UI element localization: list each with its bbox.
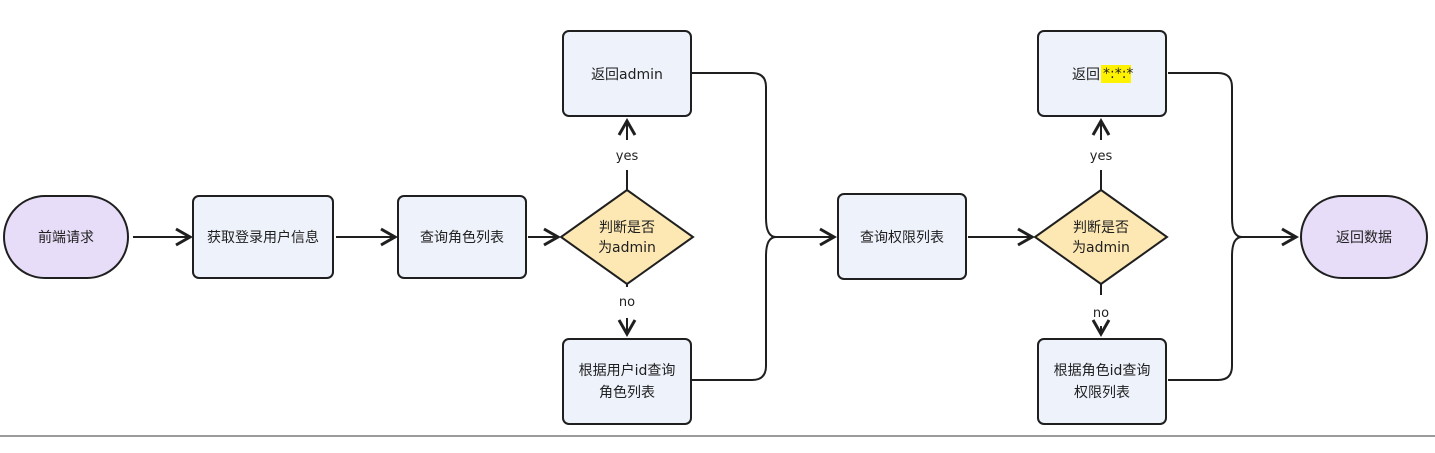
start-label: 前端请求 (38, 229, 94, 246)
return-admin-label: 返回admin (591, 67, 663, 83)
terminal-shape (1300, 195, 1428, 279)
edge-label-yes-1: yes (616, 149, 639, 164)
process-shape (1037, 338, 1167, 425)
highlight-mark (1101, 65, 1131, 83)
node-roles-by-user: 根据用户id查询 角色列表 (562, 338, 692, 425)
edge-label-no-2: no (1093, 306, 1109, 321)
process-shape (562, 338, 692, 425)
process-shape (192, 195, 334, 279)
node-start: 前端请求 (3, 195, 129, 279)
edges (133, 72, 1300, 381)
edge-roles-by-user-merge (692, 236, 777, 381)
process-shape (397, 195, 527, 279)
perms-by-role-line2: 权限列表 (1074, 385, 1130, 401)
node-decide-role: 判断是否 为admin (559, 188, 695, 286)
process-shape (837, 193, 967, 280)
decide-role-line2: 为admin (598, 240, 656, 256)
return-all-prefix: 返回 (1072, 67, 1100, 83)
decision-shape (559, 188, 695, 286)
get-user-label: 获取登录用户信息 (207, 229, 319, 246)
edge-label-yes-2: yes (1090, 149, 1113, 164)
node-decide-perm: 判断是否 为admin (1033, 188, 1169, 286)
edge-label-no-1: no (619, 295, 635, 310)
edge-perms-by-role-merge (1168, 236, 1243, 381)
terminal-shape (3, 195, 129, 279)
edge-return-admin-merge (692, 72, 777, 238)
node-query-roles: 查询角色列表 (397, 195, 527, 279)
node-return-admin: 返回admin (562, 30, 692, 117)
node-query-perms: 查询权限列表 (837, 193, 967, 280)
end-label: 返回数据 (1336, 230, 1392, 246)
perms-by-role-line1: 根据角色id查询 (1054, 362, 1151, 379)
node-perms-by-role: 根据角色id查询 权限列表 (1037, 338, 1167, 425)
edge-return-all-merge (1168, 72, 1243, 238)
bottom-divider (0, 435, 1435, 453)
node-return-all: 返回 *:*:* (1037, 30, 1167, 117)
return-all-highlight: *:*:* (1103, 66, 1133, 82)
decide-role-line1: 判断是否 (599, 220, 655, 236)
node-get-user: 获取登录用户信息 (192, 195, 334, 279)
query-perms-label: 查询权限列表 (860, 230, 944, 246)
query-roles-label: 查询角色列表 (420, 229, 504, 246)
decide-perm-line2: 为admin (1072, 240, 1130, 256)
process-shape (562, 30, 692, 117)
decide-perm-line1: 判断是否 (1073, 220, 1129, 236)
node-end: 返回数据 (1300, 195, 1428, 279)
roles-by-user-line2: 角色列表 (599, 384, 655, 401)
roles-by-user-line1: 根据用户id查询 (579, 362, 676, 379)
decision-shape (1033, 188, 1169, 286)
